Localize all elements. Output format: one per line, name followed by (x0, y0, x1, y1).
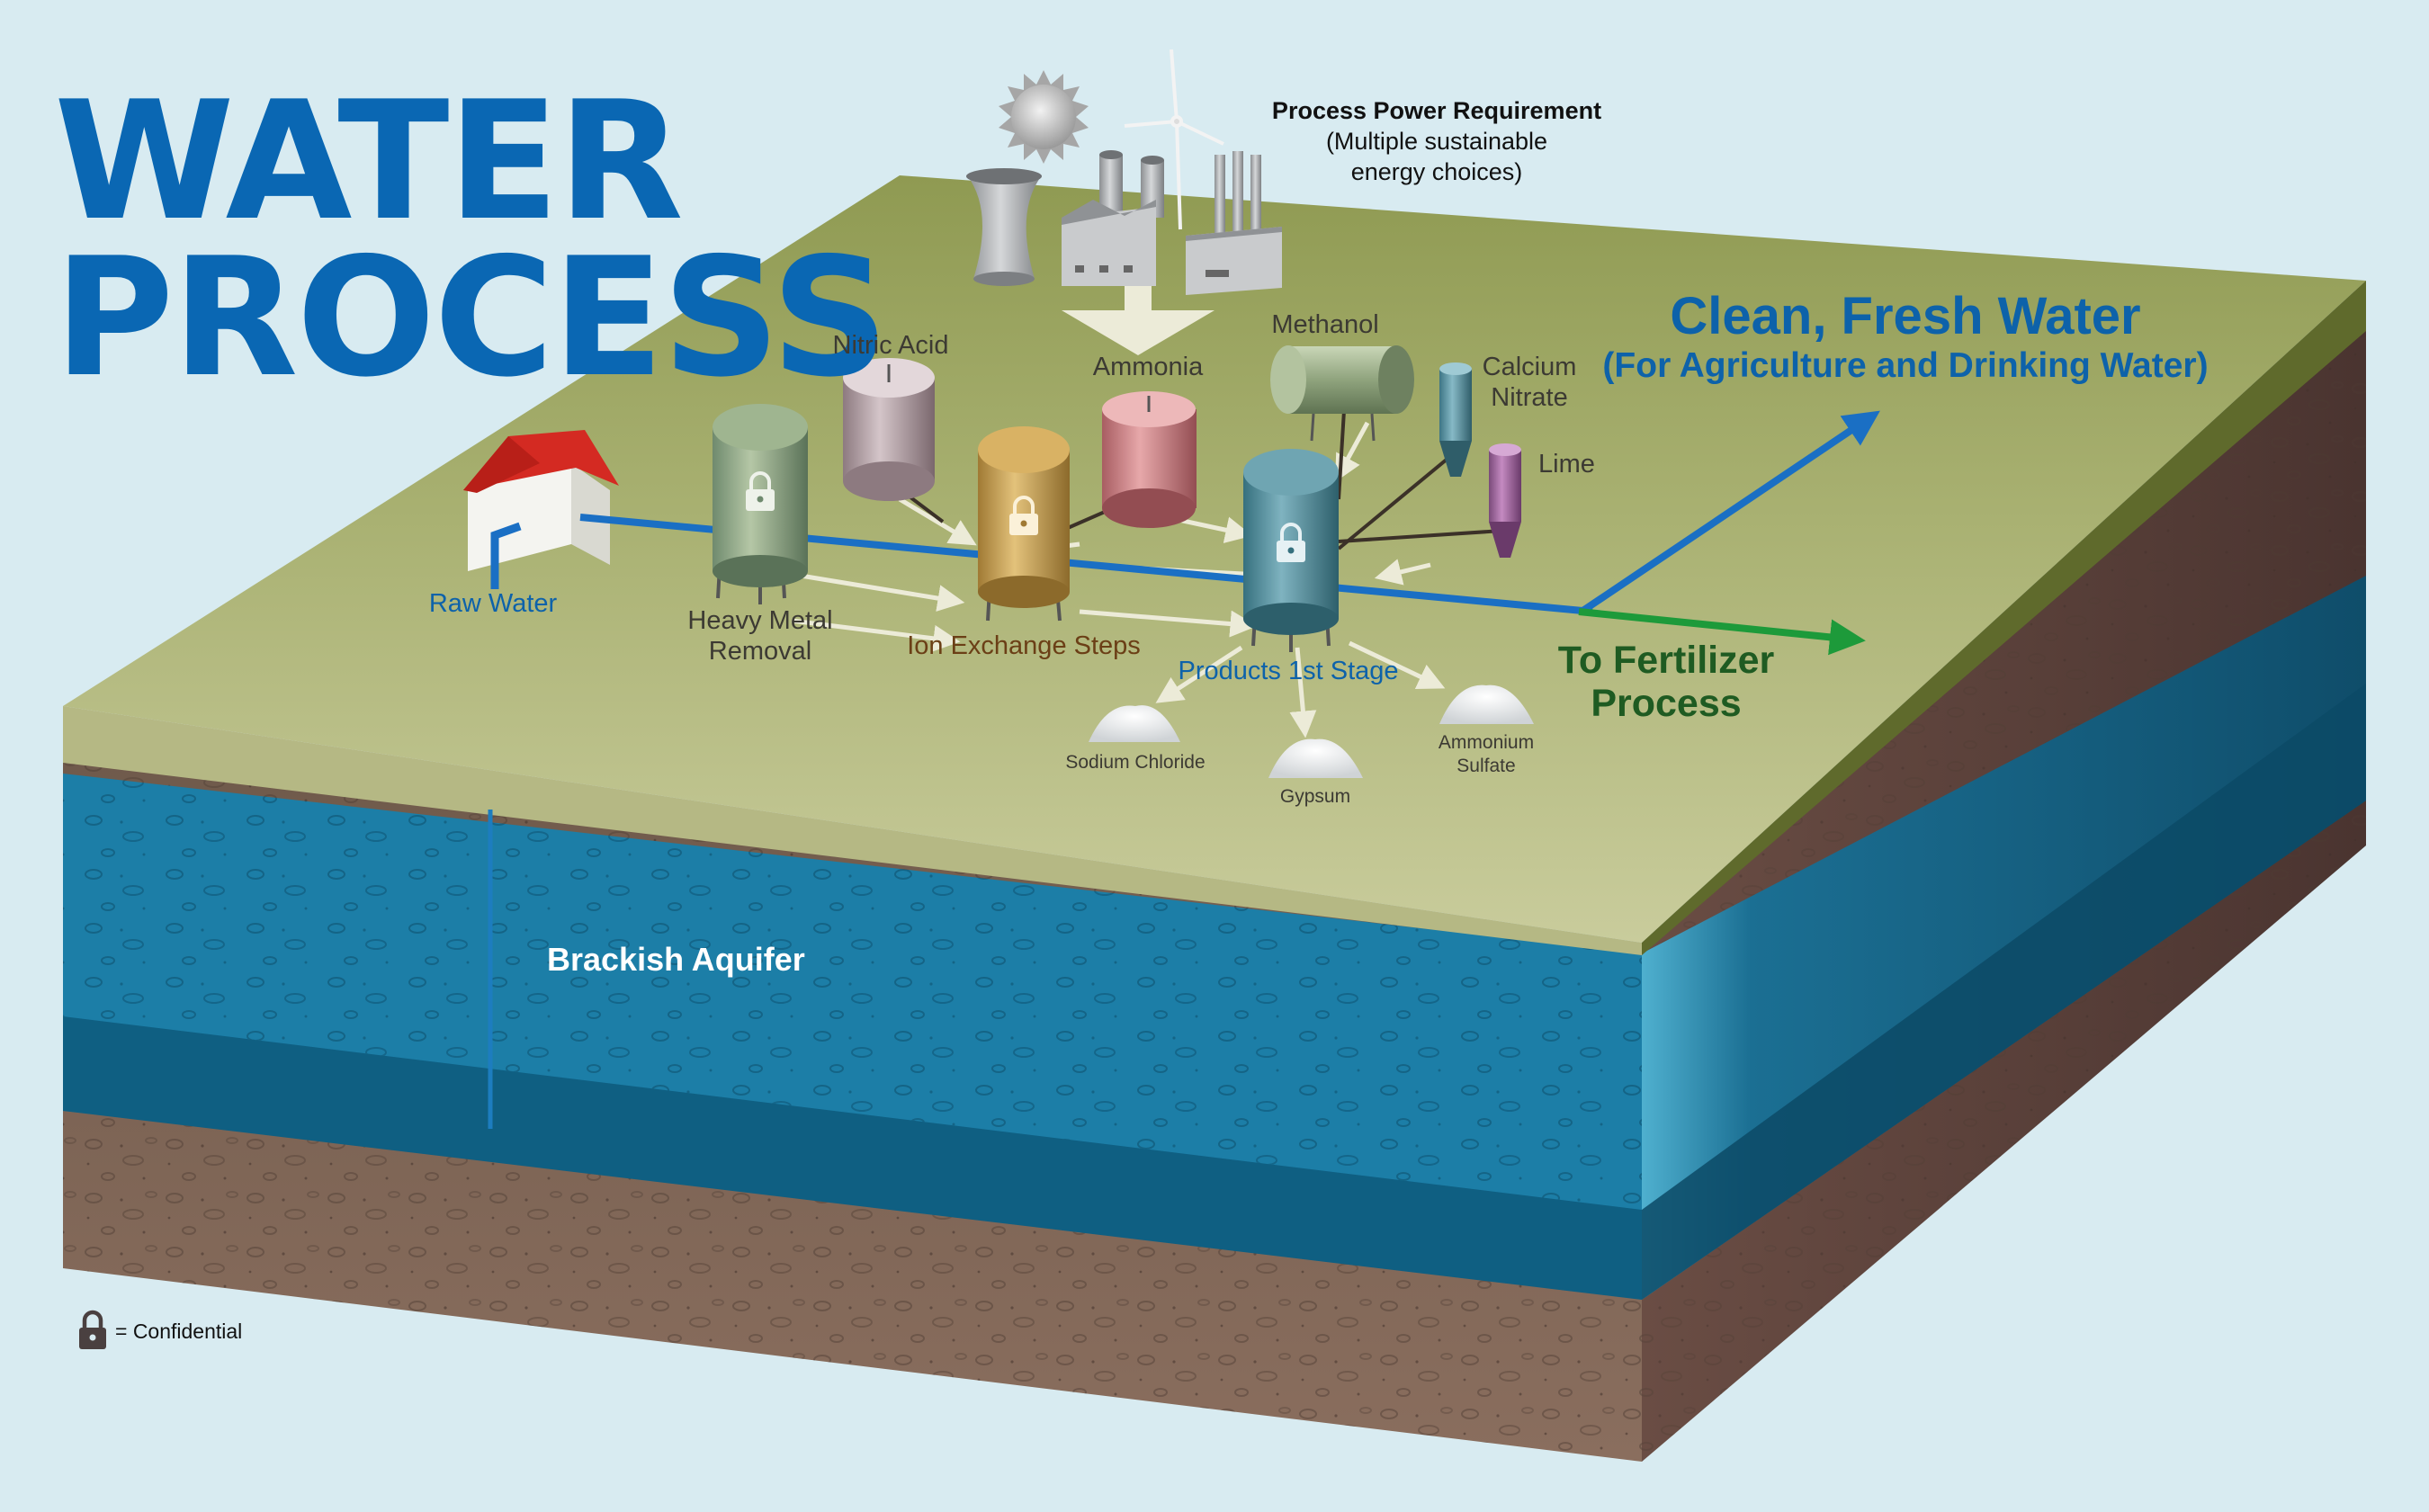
title-line-2: PROCESS (54, 222, 889, 413)
power-flow-arrow (1062, 270, 1214, 355)
lime-tank (1489, 443, 1521, 558)
soil-block (63, 175, 2366, 1462)
gypsum-pile (1268, 738, 1363, 778)
heavy-metal-label-2: Removal (708, 637, 812, 666)
sodium-chloride-label: Sodium Chloride (1065, 752, 1206, 773)
raw-water-label: Raw Water (428, 589, 558, 618)
ammonium-sulfate-pile (1439, 684, 1534, 724)
aquifer-band (63, 1016, 1642, 1300)
title-line-1: WATER (54, 66, 684, 256)
nitric-acid-tank (843, 358, 935, 501)
ammonium-sulfate-label-2: Sulfate (1457, 756, 1516, 776)
wind-turbine-icon (1124, 49, 1224, 230)
clean-water-label-2: (For Agriculture and Drinking Water) (1602, 346, 2209, 385)
calcium-nitrate-label-2: Nitrate (1491, 383, 1568, 412)
power-subtext-2: energy choices) (1350, 158, 1523, 185)
lock-icon (746, 471, 775, 511)
power-subtext-1: (Multiple sustainable (1325, 128, 1548, 155)
methanol-label: Methanol (1271, 310, 1379, 339)
gypsum-label: Gypsum (1279, 786, 1351, 807)
methanol-tank (1270, 345, 1414, 442)
products-1st-stage-label: Products 1st Stage (1178, 657, 1399, 685)
fertilizer-label-2: Process (1591, 682, 1742, 725)
clean-water-label-1: Clean, Fresh Water (1670, 287, 2141, 345)
nitric-acid-label: Nitric Acid (832, 331, 949, 360)
legend-lock-icon (79, 1310, 106, 1349)
grass-front-edge (63, 706, 1642, 955)
grass-top (63, 175, 2366, 943)
heavy-metal-tank (713, 404, 808, 604)
sodium-chloride-pile (1089, 705, 1180, 742)
calcium-nitrate-label-1: Calcium (1482, 353, 1577, 381)
fertilizer-label-1: To Fertilizer (1557, 639, 1775, 682)
lime-label: Lime (1538, 450, 1595, 479)
lock-icon (1277, 523, 1305, 562)
power-icons (966, 49, 1282, 355)
factory-icon-1 (1062, 150, 1164, 286)
ammonia-label: Ammonia (1092, 353, 1204, 381)
ion-exchange-tank (978, 426, 1070, 622)
sun-icon (999, 70, 1089, 164)
products-tank (1243, 449, 1339, 652)
ammonium-sulfate-label-1: Ammonium (1438, 732, 1535, 753)
product-piles (1089, 684, 1534, 778)
aquifer-label: Brackish Aquifer (547, 941, 805, 978)
factory-icon-2 (1186, 151, 1282, 295)
power-heading: Process Power Requirement (1271, 97, 1602, 124)
ion-exchange-label: Ion Exchange Steps (907, 631, 1141, 660)
ammonia-tank (1102, 391, 1197, 528)
fertilizer-arrow (1578, 608, 1866, 656)
lock-icon (1009, 496, 1038, 535)
house-icon (463, 430, 619, 589)
legend-text: = Confidential (115, 1320, 243, 1343)
cooling-tower-icon (966, 168, 1042, 286)
calcium-nitrate-tank (1439, 362, 1472, 477)
heavy-metal-label-1: Heavy Metal (687, 606, 833, 635)
clean-water-arrow (1579, 410, 1880, 615)
